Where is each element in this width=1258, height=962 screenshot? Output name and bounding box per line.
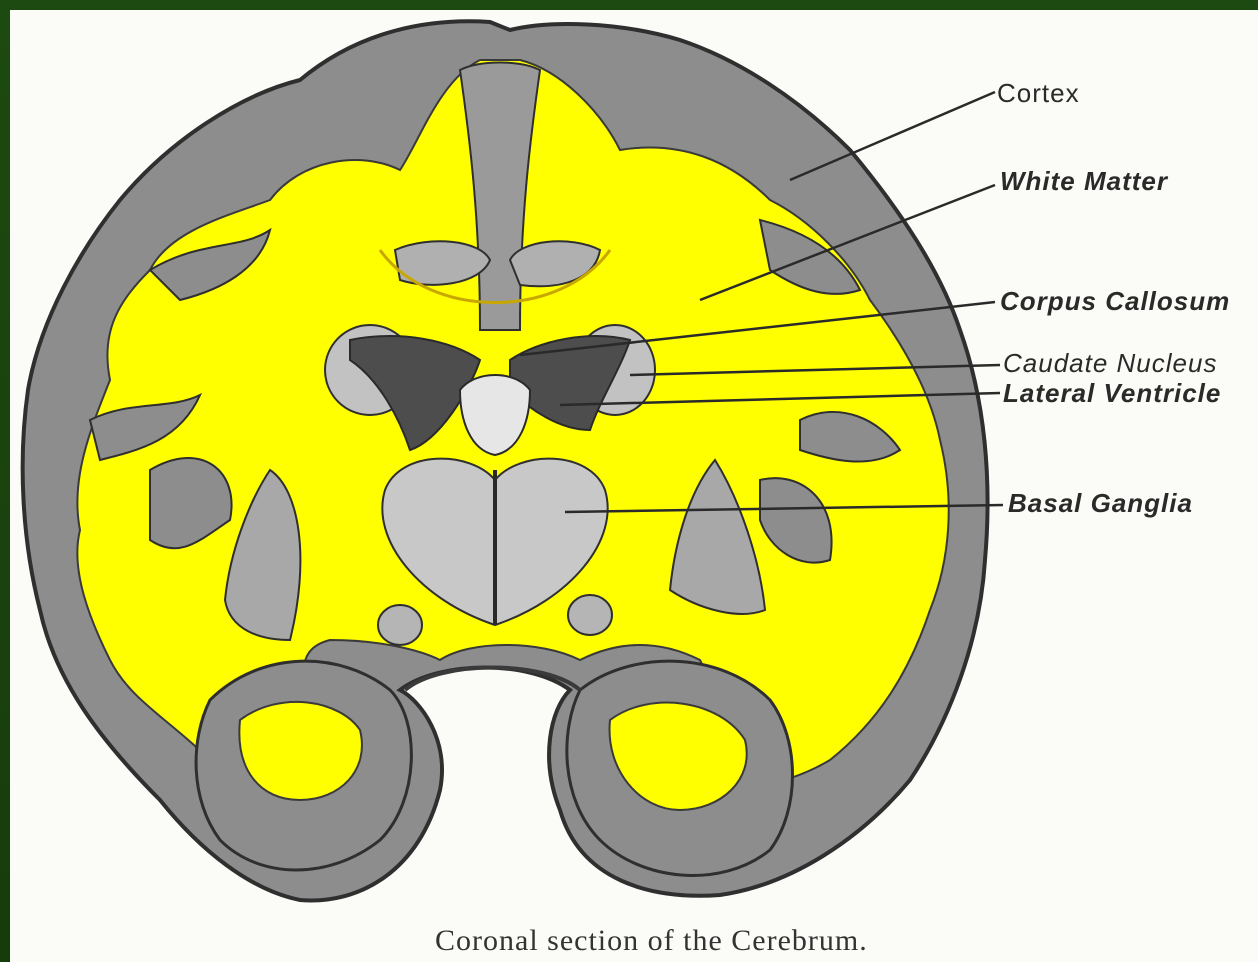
- amygdala-right: [568, 595, 612, 635]
- figure-caption: Coronal section of the Cerebrum.: [435, 924, 868, 958]
- label-cortex: Cortex: [997, 78, 1080, 109]
- label-basal-ganglia: Basal Ganglia: [1008, 488, 1193, 519]
- label-caudate-nucleus: Caudate Nucleus: [1003, 348, 1217, 379]
- label-lateral-ventricle: Lateral Ventricle: [1003, 378, 1221, 409]
- label-corpus-callosum: Corpus Callosum: [1000, 286, 1230, 317]
- label-white-matter: White Matter: [1000, 166, 1168, 197]
- temporal-lobe-left-inner: [239, 702, 362, 800]
- amygdala-left: [378, 605, 422, 645]
